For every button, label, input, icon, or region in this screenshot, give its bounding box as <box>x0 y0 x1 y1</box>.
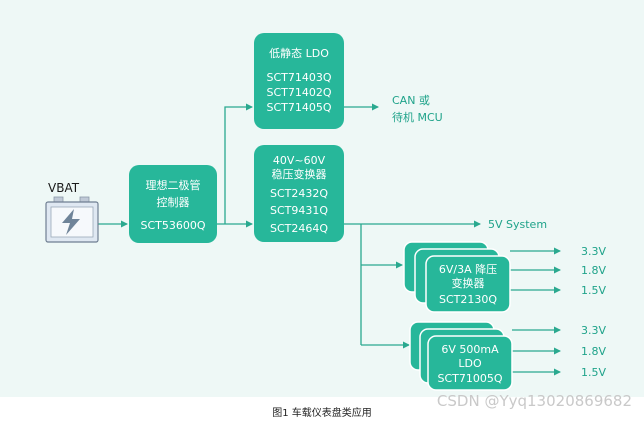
battery-icon <box>45 196 99 243</box>
buck-3a-output-2: 1.8V <box>581 264 606 277</box>
buck-main-part-3: SCT2464Q <box>270 222 328 235</box>
buck-3a-output-1: 3.3V <box>581 245 606 258</box>
vbat-label: VBAT <box>48 181 80 195</box>
buck-main-part-1: SCT2432Q <box>270 187 328 200</box>
connectors <box>98 103 561 376</box>
buck-3a-output-3: 1.5V <box>581 284 606 297</box>
ldo-500-box <box>427 335 513 391</box>
ideal-diode-block: 理想二极管 控制器 SCT53600Q <box>129 165 217 243</box>
ldo-500-output-3: 1.5V <box>581 366 606 379</box>
watermark: CSDN @Yyq13020869682 <box>436 392 632 410</box>
buck-3a-title-1: 6V/3A 降压 <box>439 262 497 276</box>
ldo-low-part-3: SCT71405Q <box>266 101 331 114</box>
ldo-low-part-1: SCT71403Q <box>266 71 331 84</box>
ldo-low-block: 低静态 LDO SCT71403Q SCT71402Q SCT71405Q <box>254 33 344 129</box>
ldo-500-title-1: 6V 500mA <box>441 343 499 356</box>
buck-main-box <box>254 145 344 242</box>
block-diagram: VBAT 理想二极管 控制器 SCT53600Q 低静态 LDO SCT7140… <box>45 33 606 391</box>
ideal-diode-title-1: 理想二极管 <box>146 178 201 192</box>
ldo-500-part: SCT71005Q <box>437 372 502 385</box>
buck-main-part-2: SCT9431Q <box>270 204 328 217</box>
ideal-diode-box <box>129 165 217 243</box>
ideal-diode-title-2: 控制器 <box>157 195 190 209</box>
arrow-diode-to-ldo <box>224 103 253 224</box>
buck-main-block: 40V~60V 稳压变换器 SCT2432Q SCT9431Q SCT2464Q <box>254 145 344 242</box>
can-mcu-line-2: 待机 MCU <box>392 110 443 124</box>
buck-3a-part: SCT2130Q <box>439 293 497 306</box>
ideal-diode-part: SCT53600Q <box>140 219 205 232</box>
buck-main-title-1: 40V~60V <box>273 154 326 167</box>
figure-caption: 图1 车载仪表盘类应用 <box>272 408 372 419</box>
can-mcu-line-1: CAN 或 <box>392 94 430 107</box>
system-label: 5V System <box>488 218 547 231</box>
ldo-low-title: 低静态 LDO <box>269 46 329 60</box>
ldo-low-box <box>254 33 344 129</box>
buck-3a-title-2: 变换器 <box>452 276 485 290</box>
buck-3a-block: 6V/3A 降压 变换器 SCT2130Q <box>403 241 511 313</box>
ldo-500-output-2: 1.8V <box>581 345 606 358</box>
buck-3a-box <box>425 255 511 313</box>
ldo-500-title-2: LDO <box>458 357 482 370</box>
ldo-500-output-1: 3.3V <box>581 324 606 337</box>
buck-main-title-2: 稳压变换器 <box>272 167 327 181</box>
ldo-low-part-2: SCT71402Q <box>266 86 331 99</box>
ldo-500-block: 6V 500mA LDO SCT71005Q <box>409 321 513 391</box>
